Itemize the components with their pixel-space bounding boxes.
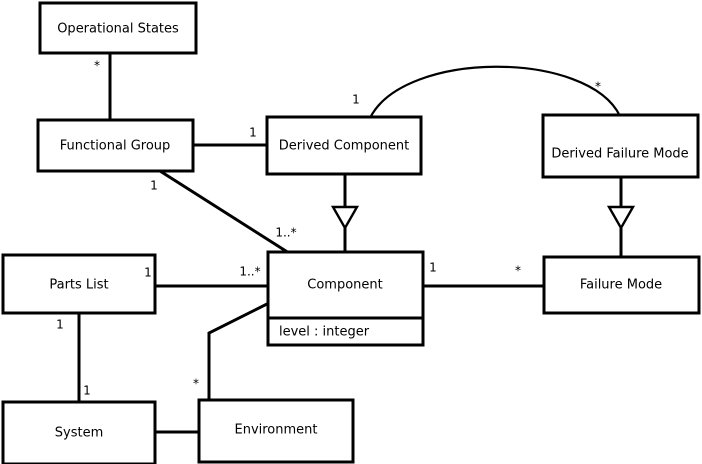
class-operational-states[interactable]: Operational States (38, 1, 198, 55)
class-box-parts-list (1, 253, 157, 315)
class-box-component (266, 250, 425, 347)
class-name-component: Component (307, 278, 382, 293)
class-environment[interactable]: Environment (197, 398, 355, 464)
association-environment-component (207, 301, 270, 401)
class-box-environment (197, 398, 355, 464)
multiplicity-parts-list-system-top: 1 (56, 318, 64, 332)
class-box-failure-mode (542, 255, 701, 315)
class-name-operational-states: Operational States (57, 22, 179, 37)
multiplicity-environment-component: * (193, 377, 199, 391)
association-derived-component-derived-failure-mode (369, 65, 621, 119)
class-system[interactable]: System (1, 400, 157, 464)
class-name-functional-group: Functional Group (60, 139, 171, 154)
multiplicity-parts-list-component-near: 1 (144, 266, 152, 280)
generalization-triangle-icon-component (330, 205, 360, 231)
class-derived-failure-mode[interactable]: Derived Failure Mode (541, 113, 700, 179)
class-box-derived-component (265, 115, 423, 176)
class-name-derived-component: Derived Component (279, 139, 410, 154)
multiplicity-functional-group-component-far: 1..* (275, 226, 296, 240)
class-name-parts-list: Parts List (49, 278, 108, 293)
class-derived-component[interactable]: Derived Component (265, 115, 423, 176)
class-name-failure-mode: Failure Mode (580, 278, 662, 293)
multiplicity-component-failure-mode-near: 1 (429, 261, 437, 275)
class-failure-mode[interactable]: Failure Mode (542, 255, 701, 315)
multiplicity-component-failure-mode-far: * (515, 264, 521, 278)
class-name-environment: Environment (234, 423, 317, 438)
multiplicity-parts-list-system-bottom: 1 (83, 384, 91, 398)
generalization-triangle-icon-failure-mode (606, 205, 636, 231)
class-attribute-component-level: level : integer (279, 325, 370, 340)
multiplicity-parts-list-component-far: 1..* (239, 265, 260, 279)
multiplicity-operational-states: * (94, 59, 100, 73)
class-name-system: System (55, 426, 103, 441)
class-box-system (1, 400, 157, 464)
association-functional-group-component (159, 169, 290, 255)
multiplicity-arc-derived-component: 1 (352, 93, 360, 107)
class-functional-group[interactable]: Functional Group (36, 118, 195, 173)
multiplicity-arc-derived-failure-mode: * (595, 80, 601, 94)
class-component[interactable]: Component level : integer (266, 250, 425, 347)
multiplicity-derived-component-end: 1 (249, 126, 257, 140)
class-box-functional-group (36, 118, 195, 173)
class-parts-list[interactable]: Parts List (1, 253, 157, 315)
multiplicity-functional-group-component-near: 1 (150, 179, 158, 193)
class-name-derived-failure-mode: Derived Failure Mode (551, 147, 688, 162)
class-box-operational-states (38, 1, 198, 55)
class-box-derived-failure-mode (541, 113, 700, 179)
